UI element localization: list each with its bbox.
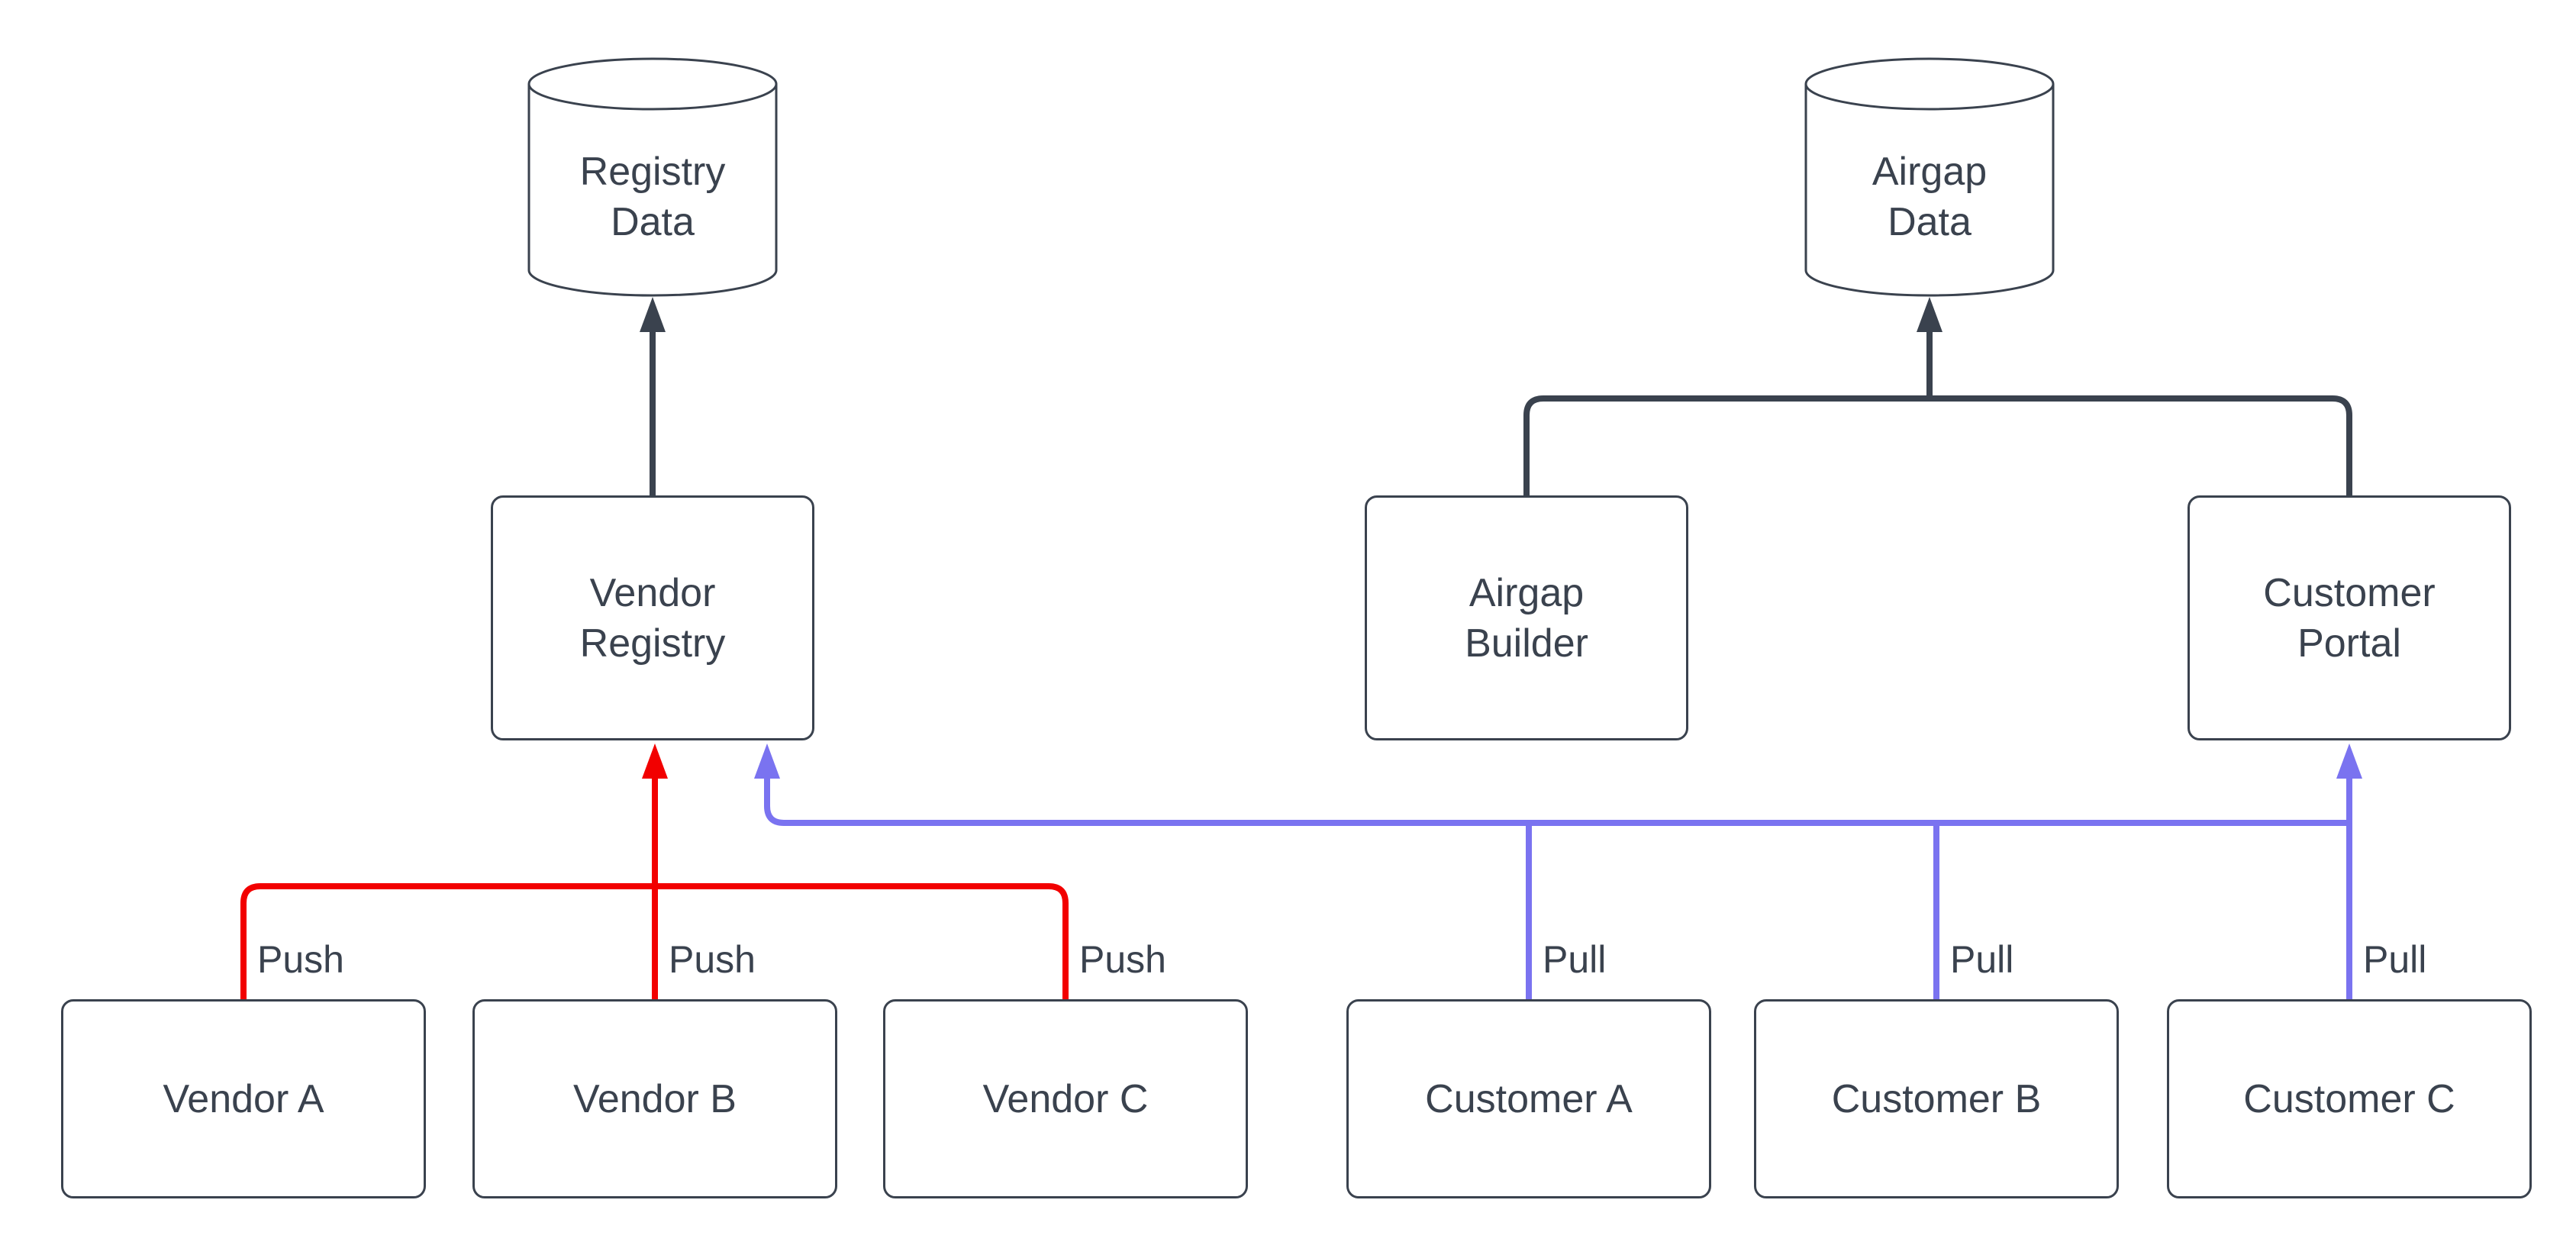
- arrowhead-up-dark: [1917, 297, 1942, 332]
- node-customer-portal-label: Customer Portal: [2263, 570, 2436, 666]
- edge-label-pull-customer-b: Pull: [1950, 938, 2014, 981]
- edge-label-push-vendor-c: Push: [1079, 938, 1166, 981]
- node-customer-c: Customer C: [2167, 999, 2532, 1198]
- node-vendor-a-label: Vendor A: [163, 1076, 324, 1121]
- node-vendor-a: Vendor A: [61, 999, 426, 1198]
- edge-label-push-vendor-b: Push: [669, 938, 756, 981]
- node-customer-a: Customer A: [1346, 999, 1711, 1198]
- edge-push-tree: [240, 744, 1069, 999]
- node-customer-portal: Customer Portal: [2188, 495, 2511, 740]
- node-vendor-registry-label: Vendor Registry: [579, 570, 726, 666]
- node-registry-data-label: Registry Data: [579, 149, 726, 244]
- node-vendor-b: Vendor B: [472, 999, 837, 1198]
- node-vendor-b-label: Vendor B: [573, 1076, 737, 1121]
- node-airgap-builder: Airgap Builder: [1365, 495, 1688, 740]
- edge-line-pull-bus: [764, 777, 2349, 826]
- node-vendor-c: Vendor C: [883, 999, 1248, 1198]
- node-vendor-c-label: Vendor C: [982, 1076, 1149, 1121]
- edge-airgap-tree: [1523, 297, 2352, 495]
- node-customer-b: Customer B: [1754, 999, 2119, 1198]
- edge-label-pull-customer-a: Pull: [1543, 938, 1607, 981]
- arrowhead-up-dark: [640, 297, 666, 332]
- node-airgap-builder-label: Airgap Builder: [1465, 570, 1588, 666]
- node-airgap-data-label: Airgap Data: [1872, 149, 1988, 244]
- node-customer-c-label: Customer C: [2243, 1076, 2455, 1121]
- edge-line: [1523, 395, 2352, 495]
- edge-label-pull-customer-c: Pull: [2363, 938, 2427, 981]
- edge-vendor-registry-to-registry-data: [640, 297, 666, 495]
- node-vendor-registry: Vendor Registry: [491, 495, 814, 740]
- edge-label-push-vendor-a: Push: [257, 938, 344, 981]
- edge-line-push-bus: [240, 883, 1069, 999]
- node-customer-b-label: Customer B: [1831, 1076, 2042, 1121]
- arrowhead-up-pull-registry: [754, 744, 780, 779]
- arrowhead-up-push: [642, 744, 668, 779]
- arrowhead-up-pull-portal: [2336, 744, 2362, 779]
- node-customer-a-label: Customer A: [1425, 1076, 1633, 1121]
